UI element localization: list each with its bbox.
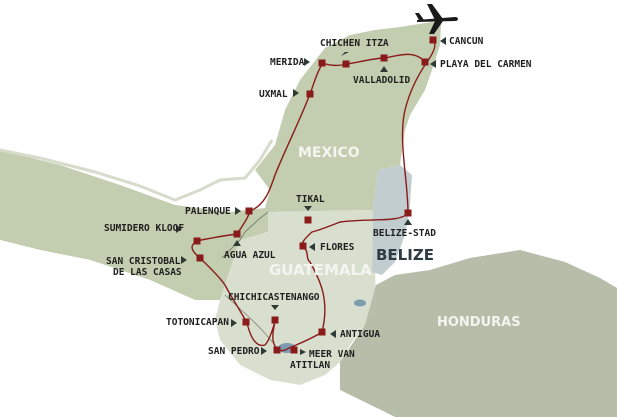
triangle-pointer-icon	[235, 207, 241, 215]
label-merida: MERIDA	[270, 57, 305, 68]
triangle-pointer-icon	[300, 349, 306, 355]
triangle-pointer-icon	[304, 206, 312, 211]
label-san-pedro: SAN PEDRO	[208, 346, 260, 357]
southern-coast	[0, 240, 395, 417]
stop-totonicapan	[242, 318, 250, 326]
triangle-pointer-icon	[304, 58, 310, 66]
stop-belize-stad	[404, 209, 412, 217]
lake-izabal	[354, 299, 366, 307]
gulf-coast	[0, 139, 274, 202]
belize-land	[372, 165, 412, 275]
triangle-pointer-icon	[271, 305, 279, 310]
label-tikal: TIKAL	[296, 194, 325, 205]
triangle-pointer-icon	[181, 256, 187, 264]
stop-valladolid	[380, 54, 388, 62]
stop-atitlan	[290, 346, 298, 354]
label-agua-azul: AGUA AZUL	[224, 250, 276, 261]
label-valladolid: VALLADOLID	[353, 75, 411, 86]
stop-chichen	[342, 60, 350, 68]
triangle-pointer-icon	[233, 240, 241, 246]
label-flores: FLORES	[320, 242, 355, 253]
country-guatemala: GUATEMALA	[269, 261, 372, 279]
triangle-pointer-icon	[231, 319, 237, 327]
stop-cancun	[429, 36, 437, 44]
stop-tikal	[304, 216, 312, 224]
triangle-pointer-icon	[261, 347, 267, 355]
stop-san-cristobal	[196, 254, 204, 262]
stop-flores	[299, 242, 307, 250]
label-chichen: CHICHEN ITZA	[320, 38, 389, 49]
stop-palenque	[245, 207, 253, 215]
triangle-pointer-icon	[440, 37, 446, 45]
country-mexico: MEXICO	[298, 145, 360, 161]
label-san-cristobal-2: DE LAS CASAS	[113, 267, 182, 278]
triangle-pointer-icon	[341, 52, 349, 56]
honduras-land	[340, 250, 617, 417]
triangle-pointer-icon	[430, 60, 436, 68]
triangle-pointer-icon	[380, 66, 388, 72]
label-belize-stad: BELIZE-STAD	[373, 228, 436, 239]
stop-agua-azul	[233, 230, 241, 238]
label-atitlan-1: MEER VAN	[309, 349, 355, 360]
triangle-pointer-icon	[176, 225, 182, 233]
label-atitlan-2: ATITLAN	[290, 360, 331, 371]
stop-antigua	[318, 328, 326, 336]
stop-merida	[318, 59, 326, 67]
stop-chichicastenango	[271, 316, 279, 324]
label-playa: PLAYA DEL CARMEN	[440, 59, 532, 70]
label-uxmal: UXMAL	[259, 89, 288, 100]
airplane-icon	[415, 4, 458, 34]
label-sumidero: SUMIDERO KLOOF	[104, 223, 185, 234]
label-totonicapan: TOTONICAPAN	[166, 317, 229, 328]
triangle-pointer-icon	[309, 243, 315, 251]
stop-san-pedro	[273, 346, 281, 354]
label-chichicastenango: CHICHICASTENANGO	[228, 292, 320, 303]
label-cancun: CANCUN	[449, 36, 484, 47]
triangle-pointer-icon	[404, 219, 412, 225]
country-belize: BELIZE	[376, 246, 434, 264]
stop-playa	[421, 58, 429, 66]
label-san-cristobal-1: SAN CRISTOBAL	[106, 256, 181, 267]
river-usumacinta	[221, 211, 269, 259]
triangle-pointer-icon	[293, 89, 299, 97]
label-palenque: PALENQUE	[185, 206, 231, 217]
label-antigua: ANTIGUA	[340, 329, 381, 340]
triangle-pointer-icon	[330, 330, 336, 338]
stop-uxmal	[306, 90, 314, 98]
stop-sumidero	[193, 237, 201, 245]
mexico-land	[0, 22, 441, 300]
country-honduras: HONDURAS	[437, 315, 521, 330]
